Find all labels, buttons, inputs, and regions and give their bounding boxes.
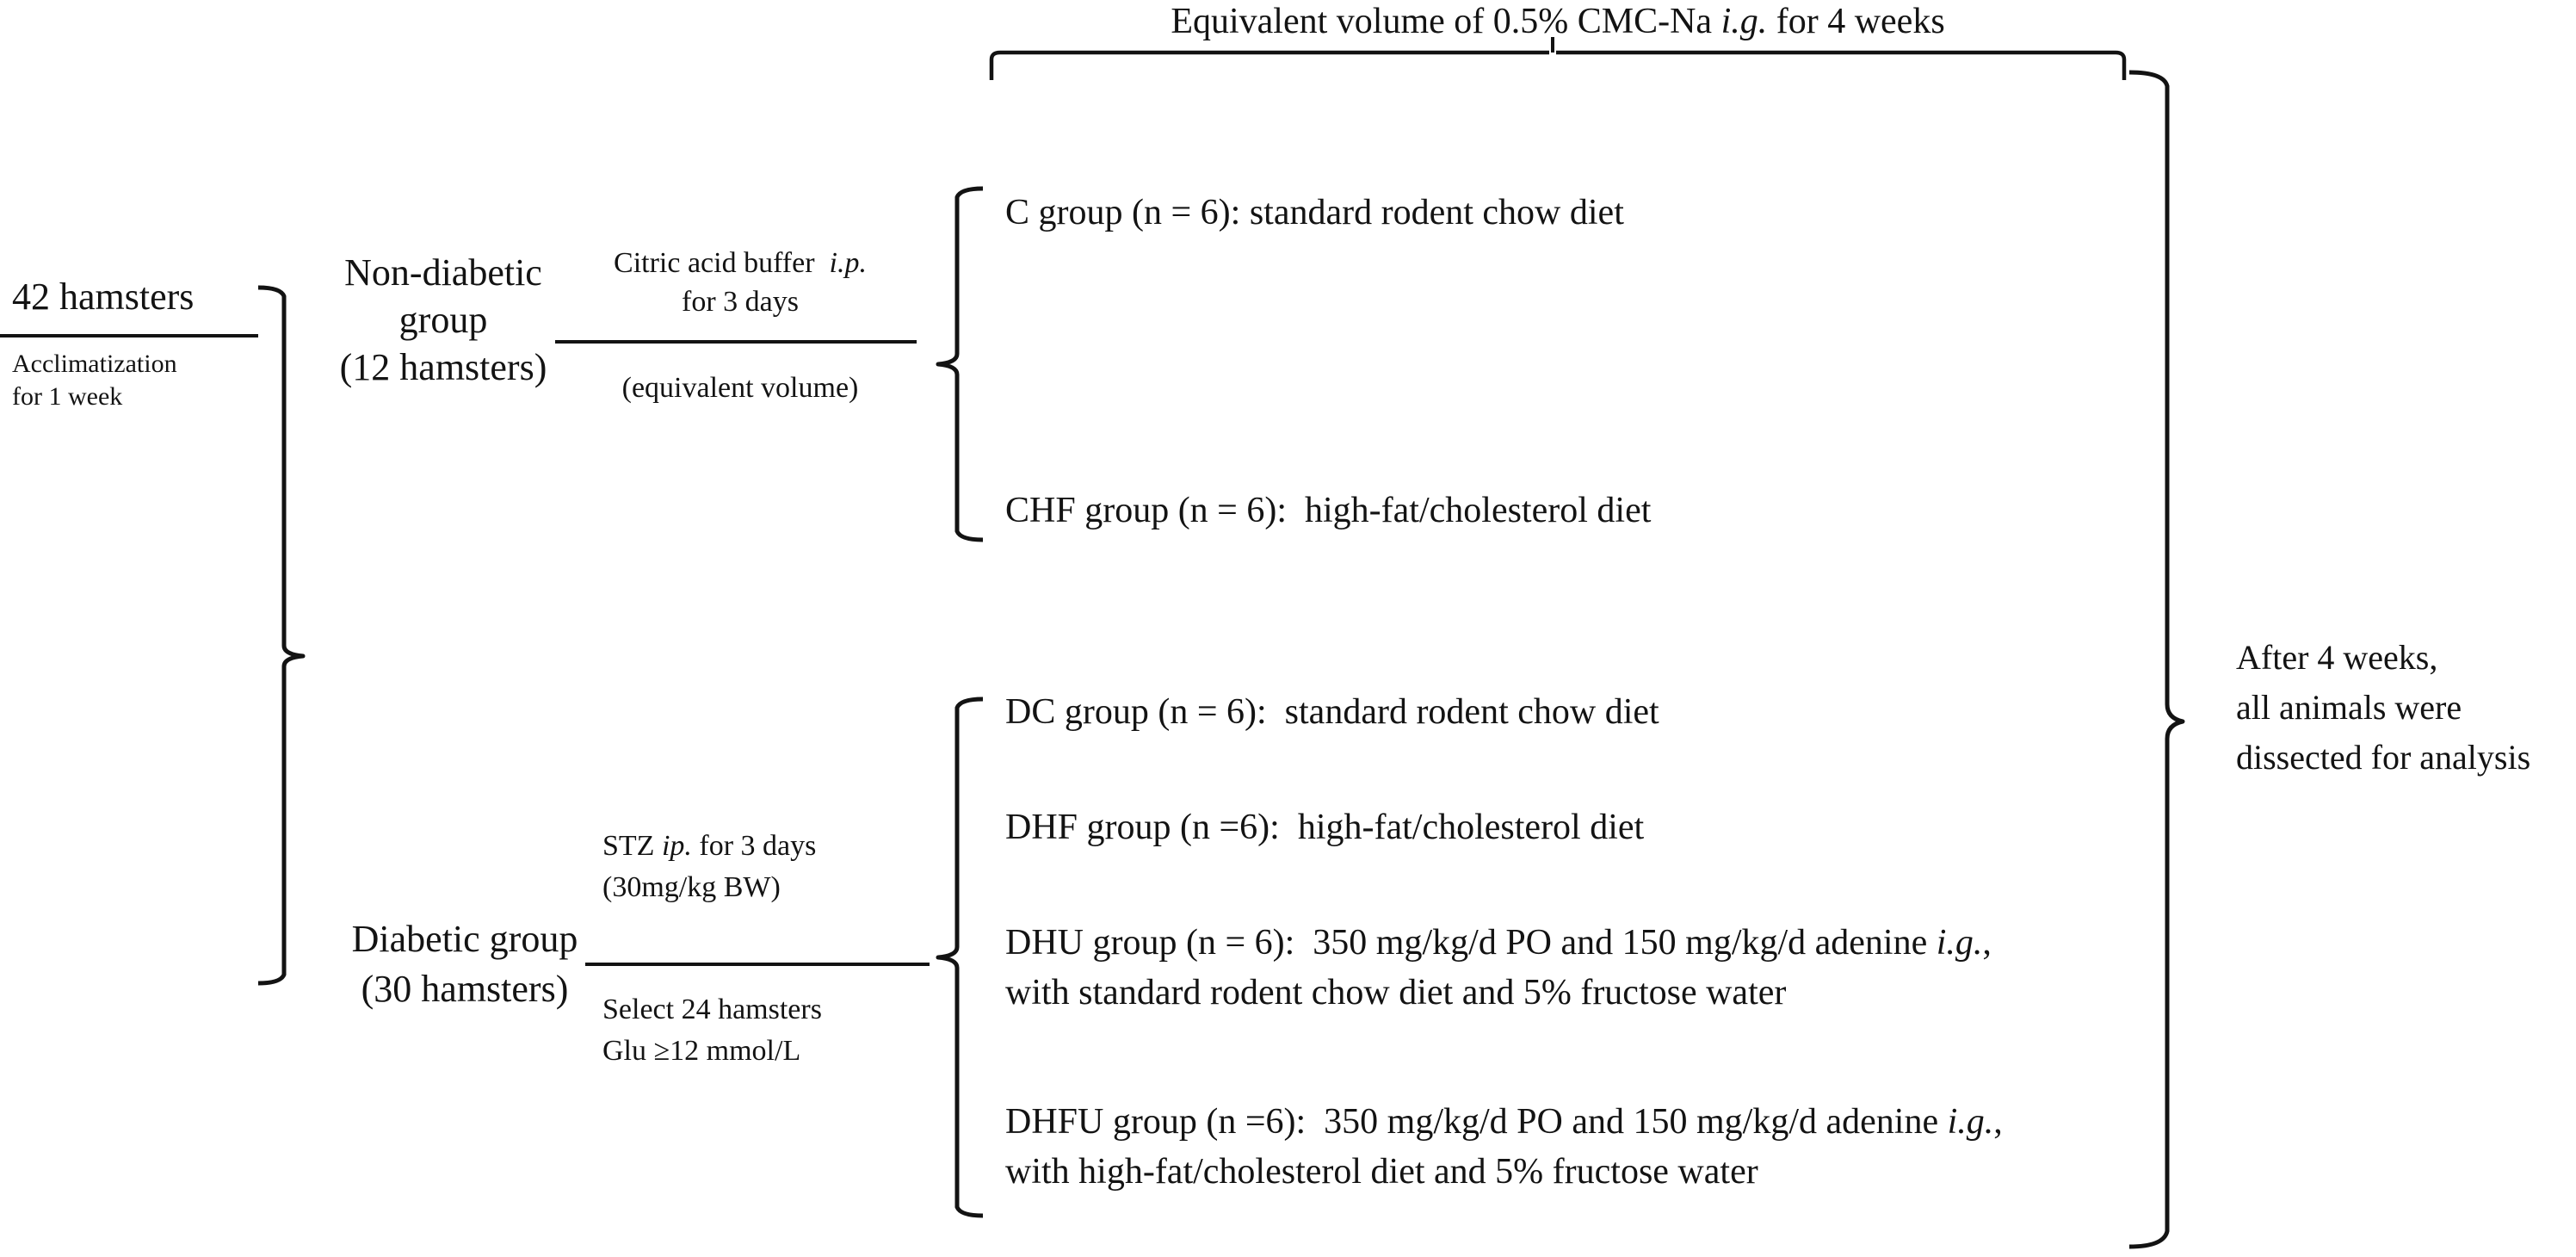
nondiabetic-treatment-line1: Citric acid buffer i.p.	[568, 245, 912, 281]
diabetic-treatment-divider	[585, 963, 930, 966]
dhu-prefix: DHU group (n = 6): 350 mg/kg/d PO and 15…	[1005, 923, 1937, 963]
diabetic-treatment-line2: (30mg/kg BW)	[602, 871, 781, 903]
diabetic-treatment-prefix: STZ	[602, 830, 662, 862]
dhu-suffix: ,	[1982, 923, 1992, 963]
top-label-prefix: Equivalent volume of 0.5% CMC-Na	[1171, 2, 1721, 41]
branch-nondiabetic-name-line2: group	[398, 299, 488, 341]
nondiabetic-treatment-divider	[555, 340, 917, 344]
outcome-line2: all animals were	[2236, 688, 2462, 727]
root-divider	[0, 334, 258, 337]
diabetic-treatment-line1: STZ ip. for 3 days	[602, 828, 816, 864]
top-treatment-label: Equivalent volume of 0.5% CMC-Na i.g. fo…	[981, 0, 2134, 44]
root-sub-line1: Acclimatization	[12, 350, 177, 378]
diabetic-treatment-route: ip.	[661, 830, 692, 862]
nondiabetic-treatment-below: (equivalent volume)	[621, 372, 859, 404]
branch-nondiabetic-name-line3: (12 hamsters)	[339, 346, 547, 388]
row-dhfu-group-line1: DHFU group (n =6): 350 mg/kg/d PO and 15…	[1005, 1100, 2003, 1144]
root-sub-line2: for 1 week	[12, 382, 123, 411]
dhu-route: i.g.	[1936, 923, 1983, 963]
row-dhu-group-line1: DHU group (n = 6): 350 mg/kg/d PO and 15…	[1005, 921, 1992, 965]
root-label: 42 hamsters	[12, 276, 195, 318]
outcome-line1: After 4 weeks,	[2236, 638, 2438, 677]
nondiabetic-treatment-line2: for 3 days	[682, 286, 799, 318]
nondiabetic-treatment-prefix: Citric acid buffer	[614, 247, 830, 279]
diabetic-treatment-suffix: for 3 days	[691, 830, 817, 862]
dhfu-suffix: ,	[1993, 1102, 2003, 1142]
top-label-italic: i.g.	[1720, 2, 1768, 41]
row-dhf-group: DHF group (n =6): high-fat/cholesterol d…	[1005, 808, 1645, 847]
row-dhu-group-line2: with standard rodent chow diet and 5% fr…	[1005, 973, 1787, 1012]
row-dhfu-group-line2: with high-fat/cholesterol diet and 5% fr…	[1005, 1152, 1758, 1192]
top-bracket	[989, 37, 2127, 82]
row-chf-group: CHF group (n = 6): high-fat/cholesterol …	[1005, 491, 1652, 530]
diabetic-selection-line1: Select 24 hamsters	[602, 994, 822, 1025]
row-dc-group: DC group (n = 6): standard rodent chow d…	[1005, 692, 1659, 732]
diabetic-groups-brace	[935, 696, 986, 1223]
outcome-brace	[2126, 67, 2186, 1255]
row-c-group: C group (n = 6): standard rodent chow di…	[1005, 193, 1624, 232]
top-label-suffix: for 4 weeks	[1767, 2, 1945, 41]
branch-diabetic-name-line1: Diabetic group	[351, 918, 578, 960]
branch-diabetic-name-line2: (30 hamsters)	[361, 968, 569, 1010]
diabetic-selection-line2: Glu ≥12 mmol/L	[602, 1035, 801, 1067]
main-split-brace	[255, 284, 306, 990]
nondiabetic-groups-brace	[935, 185, 986, 547]
outcome-line3: dissected for analysis	[2236, 738, 2531, 777]
nondiabetic-treatment-route: i.p.	[829, 247, 867, 279]
branch-nondiabetic-name-line1: Non-diabetic	[344, 251, 542, 294]
dhfu-prefix: DHFU group (n =6): 350 mg/kg/d PO and 15…	[1005, 1102, 1948, 1142]
dhfu-route: i.g.	[1947, 1102, 1994, 1142]
